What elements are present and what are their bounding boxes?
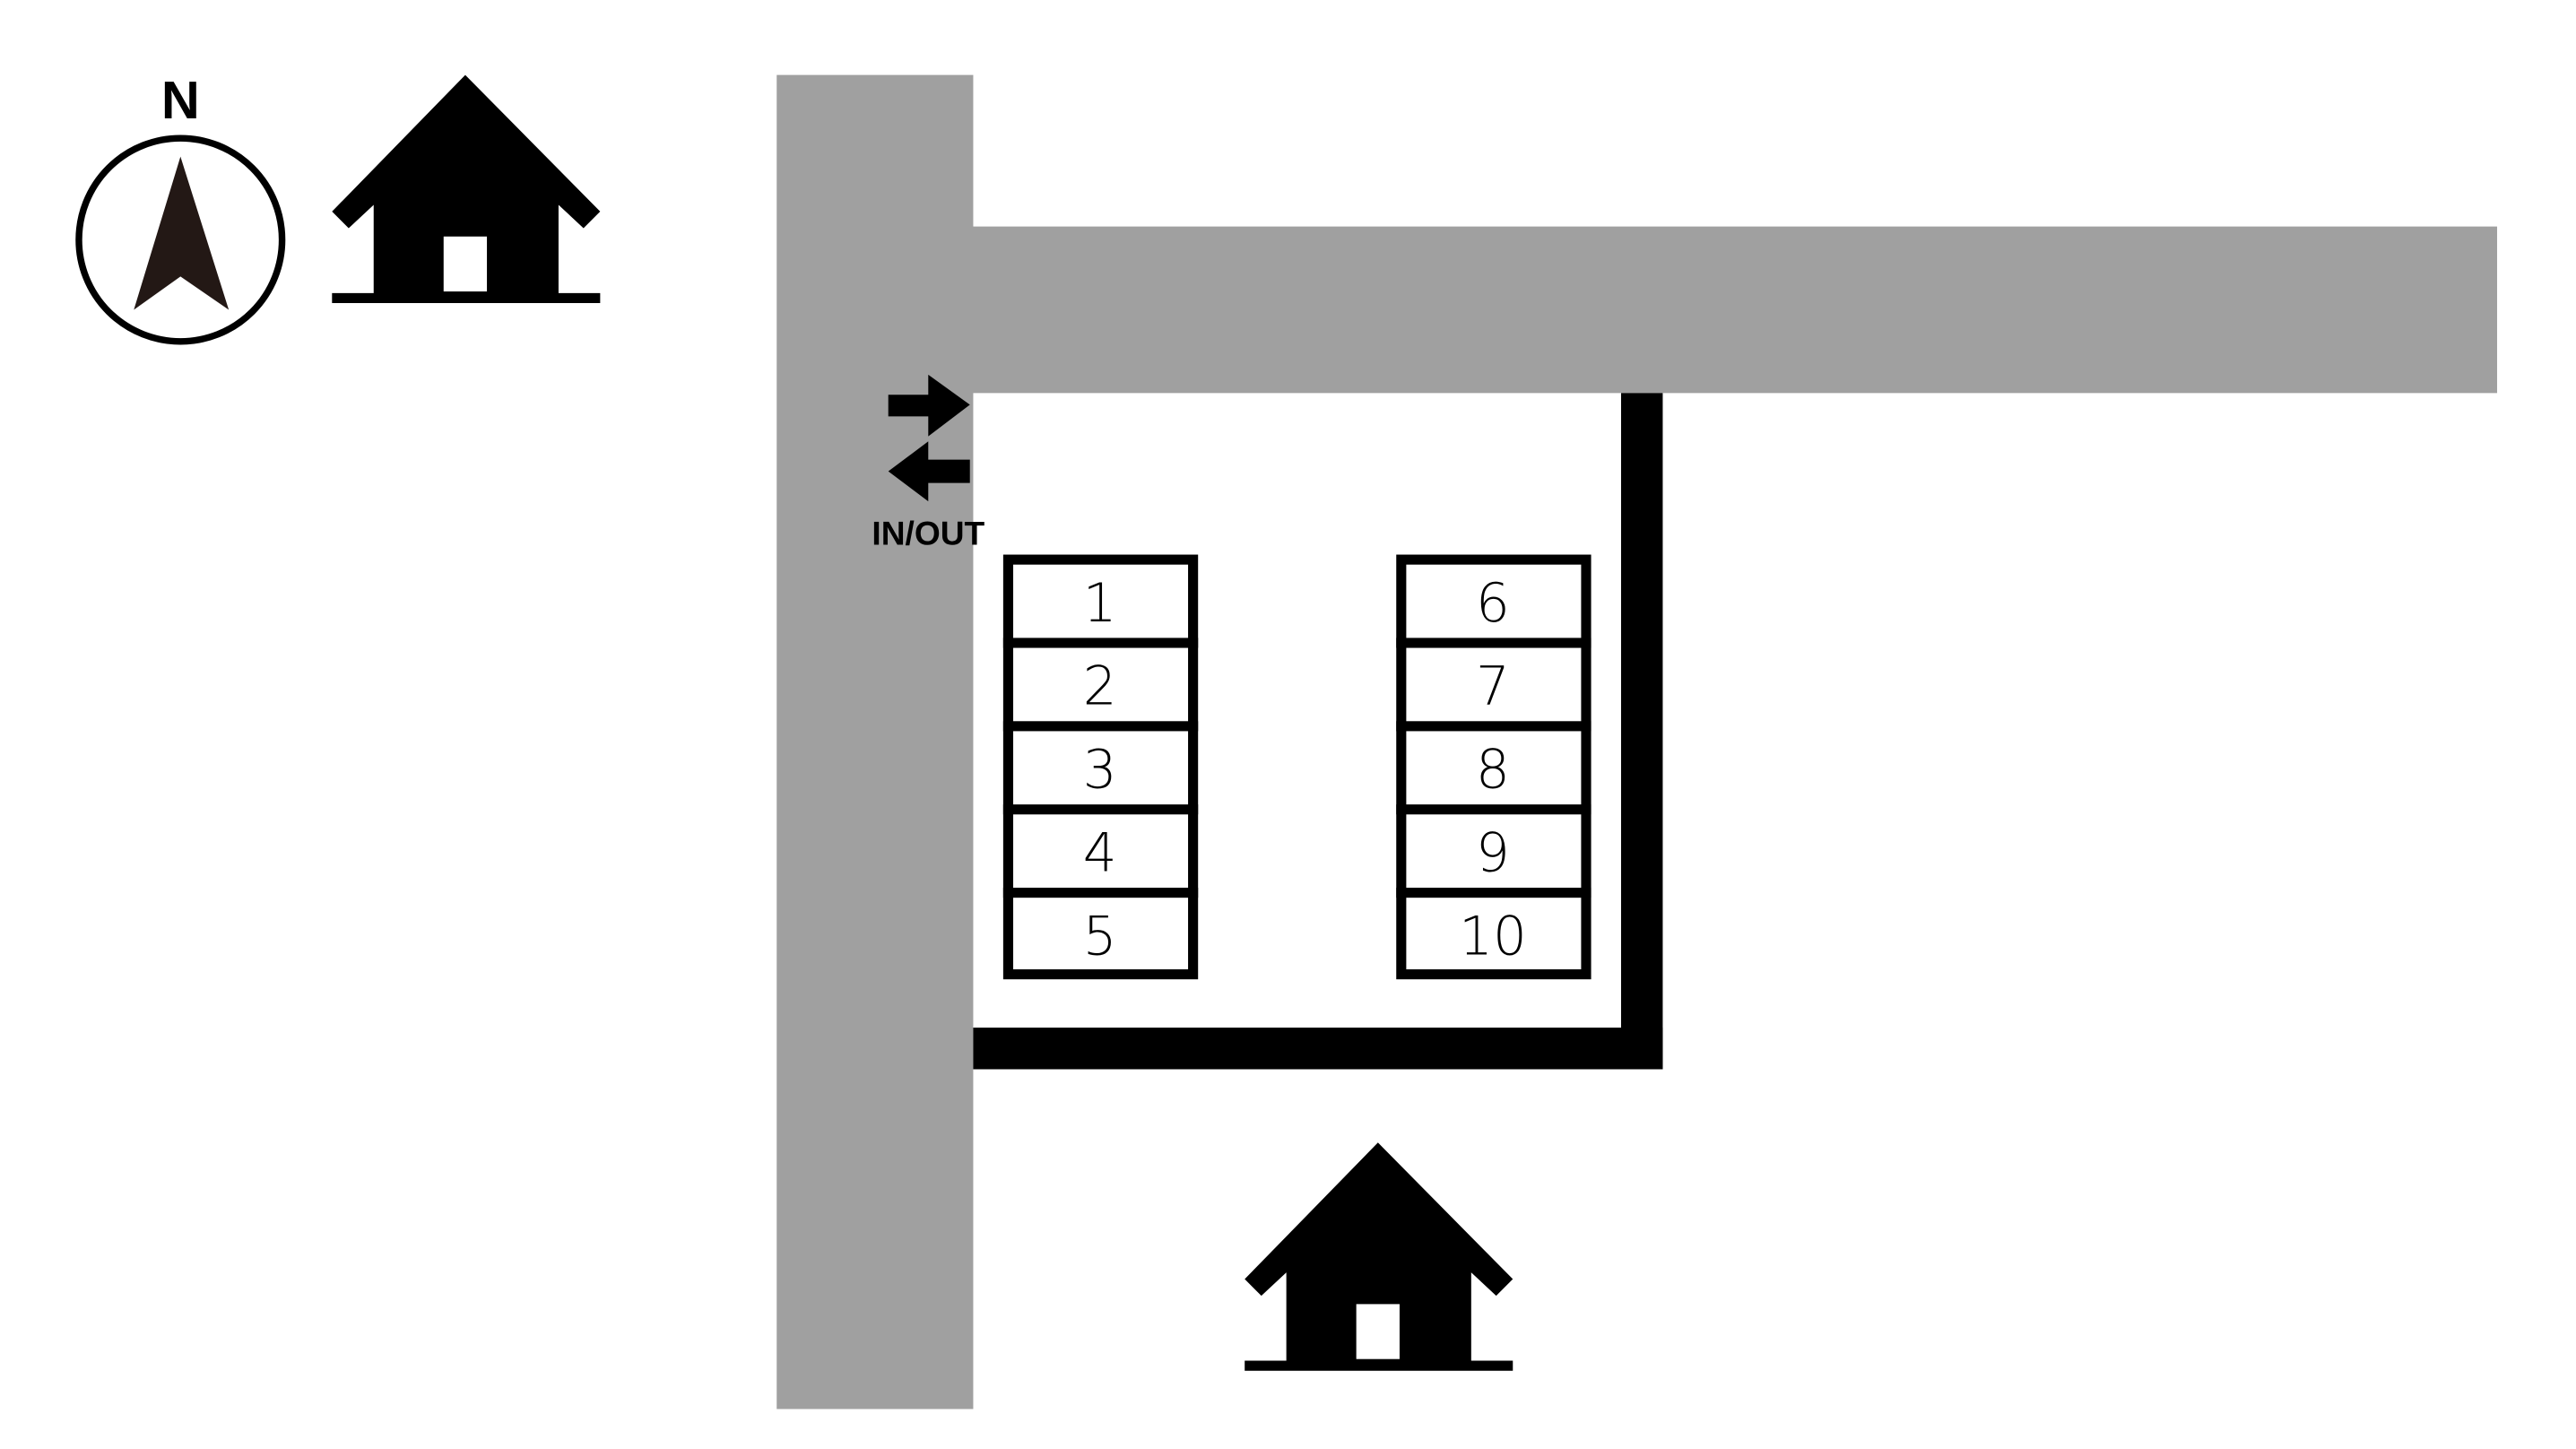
slot-divider [1002, 638, 1199, 648]
parking-slot-3: 3 [1083, 740, 1117, 802]
wall-east [1620, 393, 1663, 1070]
parking-slot-8: 8 [1476, 740, 1510, 802]
parking-slot-10: 10 [1459, 906, 1527, 967]
parking-slot-2: 2 [1083, 656, 1117, 718]
compass: N [75, 70, 286, 345]
road-vertical [776, 74, 974, 1410]
slot-divider [1396, 888, 1592, 898]
parking-column-left [1002, 554, 1199, 980]
slot-divider [1396, 638, 1592, 648]
house-icon [332, 74, 601, 304]
wall-south [973, 1028, 1663, 1070]
slot-divider [1396, 721, 1592, 732]
parking-slot-4: 4 [1083, 822, 1117, 884]
parking-slot-9: 9 [1476, 822, 1510, 884]
slot-divider [1002, 888, 1199, 898]
slot-divider [1002, 804, 1199, 815]
parking-slot-5: 5 [1083, 906, 1117, 967]
arrow-right-icon [888, 374, 970, 437]
parking-slot-7: 7 [1476, 656, 1510, 718]
parking-slot-6: 6 [1476, 573, 1510, 635]
parking-column-right [1396, 554, 1592, 980]
parking-slot-1: 1 [1083, 573, 1117, 635]
arrow-left-icon [888, 441, 970, 502]
compass-north-label: N [161, 70, 200, 130]
parking-lots: 1 2 3 4 5 6 7 8 9 10 [1002, 554, 1592, 980]
road-horizontal [971, 226, 2498, 394]
north-arrow-icon [134, 156, 230, 310]
slot-divider [1002, 721, 1199, 732]
entrance-label: IN/OUT [872, 514, 984, 551]
house-icon [1245, 1142, 1514, 1371]
slot-divider [1396, 804, 1592, 815]
